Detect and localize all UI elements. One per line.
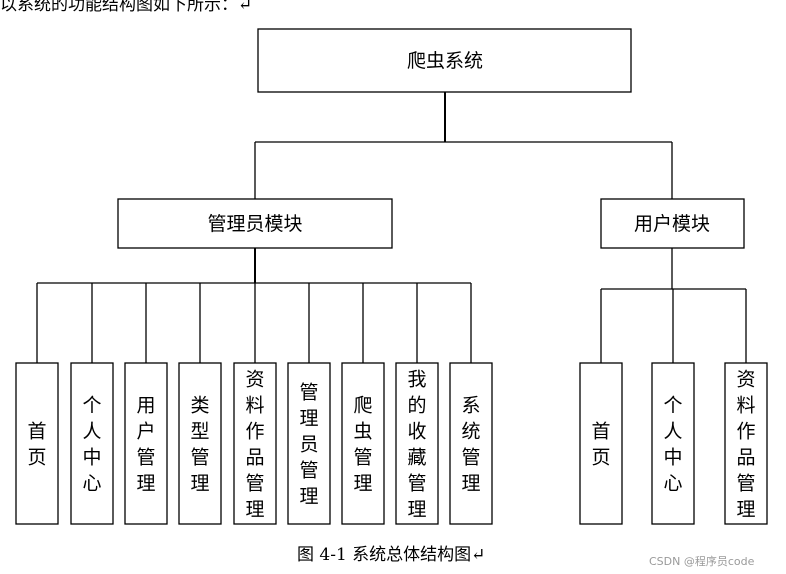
root-node-label: 爬虫系统	[407, 50, 483, 72]
admin-leaf-node: 用户管理	[124, 362, 168, 525]
admin-leaf-label: 爬虫管理	[353, 395, 372, 495]
admin-leaf-label: 首页	[27, 421, 46, 469]
admin-module-node: 管理员模块	[117, 198, 393, 249]
admin-leaf-node: 系统管理	[449, 362, 493, 525]
admin-leaf-label: 管理员管理	[299, 382, 318, 508]
user-module-label: 用户模块	[634, 213, 710, 235]
intro-text: 以系统的功能结构图如下所示：↵	[0, 0, 253, 12]
connector-lines	[36, 92, 747, 363]
admin-leaf-label: 资料作品管理	[245, 369, 264, 521]
admin-leaf-label: 类型管理	[190, 395, 209, 495]
watermark: CSDN @程序员code	[649, 555, 755, 568]
admin-leaf-node: 爬虫管理	[341, 362, 385, 525]
admin-leaf-node: 类型管理	[178, 362, 222, 525]
admin-leaf-node: 我的收藏管理	[395, 362, 439, 525]
admin-leaf-label: 个人中心	[82, 395, 101, 495]
user-leaf-label: 资料作品管理	[736, 369, 755, 521]
admin-leaf-node: 资料作品管理	[233, 362, 277, 525]
figure-caption: 图 4-1 系统总体结构图↵	[297, 545, 486, 565]
admin-module-label: 管理员模块	[207, 213, 302, 235]
root-node: 爬虫系统	[257, 28, 632, 93]
admin-leaf-label: 我的收藏管理	[407, 369, 426, 521]
user-leaf-label: 个人中心	[663, 395, 682, 495]
user-leaf-node: 资料作品管理	[724, 362, 768, 525]
user-leaf-node: 个人中心	[651, 362, 695, 525]
admin-leaf-label: 系统管理	[461, 395, 480, 495]
user-leaf-label: 首页	[591, 421, 610, 469]
leaf-nodes: 首页 个人中心 用户管理 类型管理 资料作品管理 管理员管理 爬虫管理 我的收藏管理 系统管理 首…	[15, 362, 768, 525]
user-module-node: 用户模块	[600, 198, 745, 249]
admin-leaf-label: 用户管理	[136, 395, 155, 495]
user-leaf-node: 首页	[579, 362, 623, 525]
admin-leaf-node: 管理员管理	[287, 362, 331, 525]
admin-leaf-node: 首页	[15, 362, 59, 525]
admin-leaf-node: 个人中心	[70, 362, 114, 525]
